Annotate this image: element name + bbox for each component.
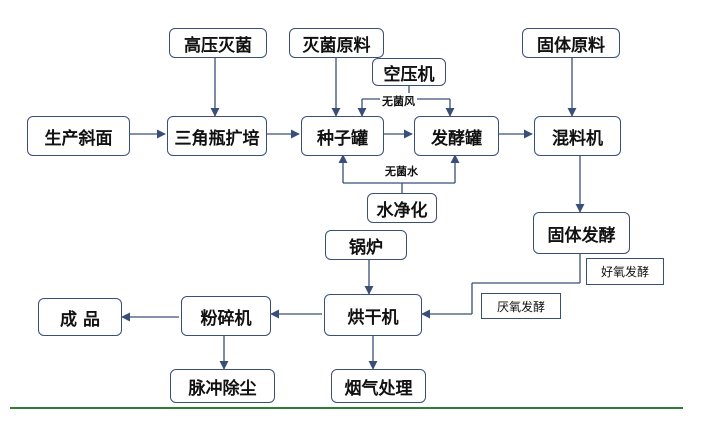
node-hunliaoji: 混料机 bbox=[534, 116, 621, 156]
node-zhongziguan: 种子罐 bbox=[301, 116, 384, 156]
node-fajiaoguan: 发酵罐 bbox=[414, 116, 499, 156]
node-fensuiji: 粉碎机 bbox=[181, 296, 271, 336]
label-wujunfeng: 无菌风 bbox=[380, 93, 417, 109]
label-wujunshui: 无菌水 bbox=[383, 163, 420, 179]
node-guti-yuanliao: 固体原料 bbox=[522, 28, 620, 58]
node-shengchan-xiemian: 生产斜面 bbox=[27, 116, 130, 156]
node-hongganji: 烘干机 bbox=[324, 294, 422, 336]
node-kongyaji: 空压机 bbox=[372, 58, 446, 86]
node-yanqi-chuli: 烟气处理 bbox=[331, 369, 426, 403]
node-sanjiaoping-kuopei: 三角瓶扩培 bbox=[167, 116, 267, 156]
bottom-divider bbox=[10, 407, 683, 409]
node-miejun-yuanliao: 灭菌原料 bbox=[289, 28, 384, 58]
node-maichong-chuchen: 脉冲除尘 bbox=[170, 369, 275, 403]
node-guti-fajiao: 固体发酵 bbox=[533, 212, 630, 254]
node-gaoya-miejun: 高压灭菌 bbox=[169, 28, 267, 58]
label-haoyang-fajiao: 好氧发酵 bbox=[586, 258, 664, 285]
label-yanyang-fajiao: 厌氧发酵 bbox=[481, 293, 561, 319]
node-chengpin: 成 品 bbox=[38, 298, 122, 336]
node-guolu: 锅炉 bbox=[325, 230, 407, 260]
node-shuijinghua: 水净化 bbox=[367, 193, 437, 223]
